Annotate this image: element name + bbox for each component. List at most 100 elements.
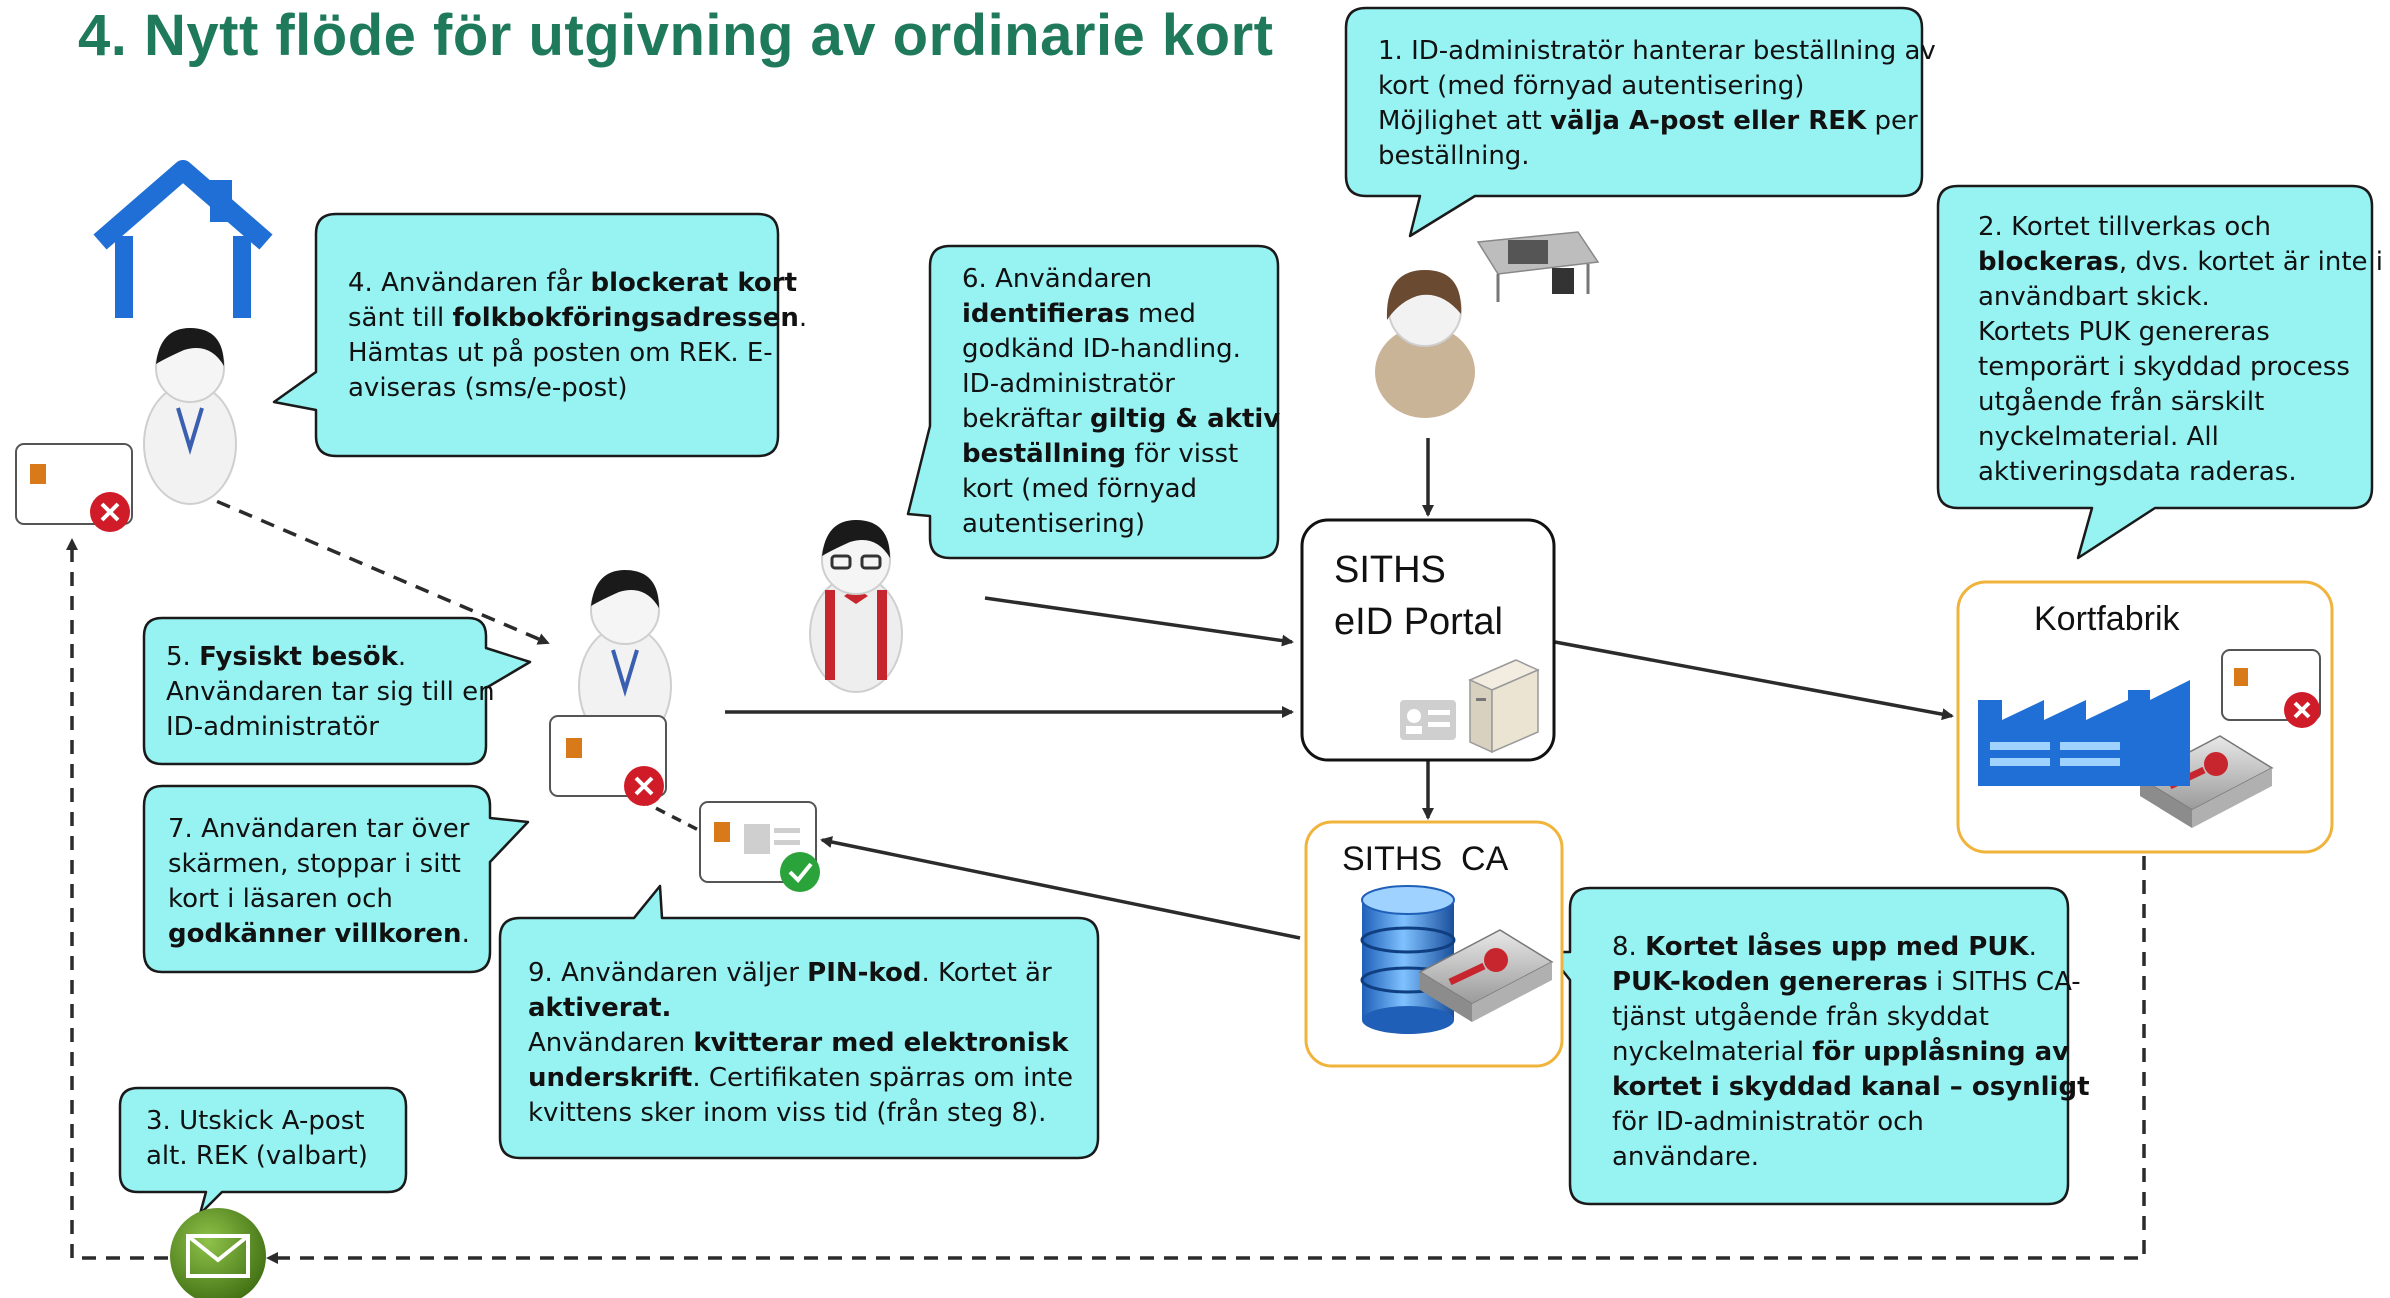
text-run-bold: Kortet låses upp med PUK bbox=[1645, 932, 2029, 962]
page-title: 4. Nytt flöde för utgivning av ordinarie… bbox=[78, 3, 1274, 68]
callout-6-line: ID-administratör bbox=[962, 369, 1175, 399]
callout-4-line: 4. Användaren får blockerat kort bbox=[348, 266, 807, 301]
office-desk-icon bbox=[1476, 231, 1600, 302]
callout-6-line: kort (med förnyad bbox=[962, 474, 1198, 504]
callout-3-line: 3. Utskick A-post bbox=[146, 1106, 365, 1136]
text-run: Användaren bbox=[528, 1028, 694, 1058]
house-icon bbox=[93, 160, 273, 318]
text-run-bold: blockerat kort bbox=[590, 268, 798, 298]
text-run-bold: PIN-kod bbox=[807, 958, 922, 988]
text-run-bold: giltig & aktiv bbox=[1089, 404, 1281, 434]
callout-6-line: bekräftar giltig & aktiv bbox=[962, 402, 1280, 437]
text-run: . bbox=[2028, 932, 2037, 962]
callout-8-bubble bbox=[1546, 886, 2070, 1206]
callout-6-text: 6. Användaren identifieras med godkänd I… bbox=[962, 262, 1280, 542]
text-run-bold: blockeras bbox=[1978, 247, 2119, 277]
callout-6-line: autentisering) bbox=[962, 509, 1146, 539]
callout-2-bubble bbox=[1936, 184, 2374, 560]
callout-7-line: 7. Användaren tar över bbox=[168, 814, 470, 844]
callout-3-text: 3. Utskick A-post alt. REK (valbart) bbox=[146, 1104, 368, 1174]
card-active-icon bbox=[699, 801, 820, 892]
callout-2-line: användbart skick. bbox=[1978, 282, 2210, 312]
callout-9-line: aktiverat. bbox=[528, 991, 1073, 1026]
callout-8-line: PUK-koden genereras i SITHS CA- bbox=[1612, 965, 2090, 1000]
callout-9-line: Användaren kvitterar med elektronisk bbox=[528, 1026, 1073, 1061]
server-icon bbox=[1468, 659, 1540, 754]
callout-8-line: tjänst utgående från skyddat bbox=[1612, 1002, 1989, 1032]
text-run-bold: Fysiskt besök bbox=[199, 642, 398, 672]
callout-1-line: beställning. bbox=[1378, 141, 1530, 171]
text-run-bold: välja A-post eller REK bbox=[1550, 106, 1867, 136]
connectors bbox=[66, 438, 2146, 1264]
arrow-home-to-visit bbox=[194, 490, 550, 645]
text-run-bold: PUK-koden genereras bbox=[1612, 967, 1928, 997]
callout-1-line: 1. ID-administratör hanterar beställning… bbox=[1378, 36, 1936, 66]
arrow-ca-to-card bbox=[820, 836, 1301, 940]
callout-1-text: 1. ID-administratör hanterar beställning… bbox=[1378, 34, 1936, 174]
factory-icon bbox=[1978, 680, 2190, 786]
callout-8-text: 8. Kortet låses upp med PUK. PUK-koden g… bbox=[1612, 930, 2090, 1175]
callout-1-bubble bbox=[1344, 6, 1924, 238]
text-run-bold: folkbokföringsadressen bbox=[452, 303, 799, 333]
callout-9-bubble bbox=[498, 884, 1100, 1160]
callout-8-line: användare. bbox=[1612, 1142, 1760, 1172]
text-run-bold: för upplåsning av bbox=[1812, 1037, 2070, 1067]
text-run: i SITHS CA- bbox=[1927, 967, 2081, 997]
arrow-portal-to-factory bbox=[1554, 640, 1954, 721]
card-blocked-icon bbox=[2221, 649, 2321, 728]
callout-5-line: 5. Fysiskt besök. bbox=[166, 640, 495, 675]
callout-6-line: 6. Användaren bbox=[962, 264, 1153, 294]
callout-7-line: skärmen, stoppar i sitt bbox=[168, 849, 461, 879]
callout-2-line: 2. Kortet tillverkas och bbox=[1978, 212, 2272, 242]
text-run-bold: underskrift bbox=[528, 1063, 693, 1093]
callout-4-bubble bbox=[272, 212, 780, 458]
factory-label: Kortfabrik bbox=[2034, 600, 2180, 638]
callout-8-line: för ID-administratör och bbox=[1612, 1107, 1924, 1137]
callout-8-line: kortet i skyddad kanal – osynligt bbox=[1612, 1070, 2090, 1105]
user-icon bbox=[143, 328, 237, 505]
callout-6-line: beställning för visst bbox=[962, 437, 1280, 472]
database-icon bbox=[1360, 885, 1456, 1034]
callout-shapes bbox=[118, 6, 2374, 1216]
text-run: bekräftar bbox=[962, 404, 1090, 434]
text-run: per bbox=[1866, 106, 1918, 136]
callout-1-line: Möjlighet att välja A-post eller REK per bbox=[1378, 104, 1936, 139]
text-run-bold: kortet i skyddad kanal – osynligt bbox=[1612, 1072, 2090, 1102]
id-admin-icon bbox=[809, 520, 903, 693]
callout-7-line: godkänner villkoren. bbox=[168, 917, 470, 952]
callout-1-line: kort (med förnyad autentisering) bbox=[1378, 71, 1805, 101]
text-run: 4. Användaren får bbox=[348, 268, 591, 298]
card-blocked-icon bbox=[549, 715, 667, 806]
arrow-mail-to-home bbox=[66, 538, 168, 1260]
text-run-bold: aktiverat. bbox=[528, 993, 672, 1023]
callout-2-line: temporärt i skyddad process bbox=[1978, 352, 2350, 382]
envelope-icon bbox=[170, 1208, 266, 1298]
callout-2-line: blockeras, dvs. kortet är inte i bbox=[1978, 245, 2383, 280]
callout-7-bubble bbox=[142, 784, 530, 974]
text-run: för visst bbox=[1126, 439, 1239, 469]
text-run-bold: identifieras bbox=[962, 299, 1130, 329]
text-run: Möjlighet att bbox=[1378, 106, 1551, 136]
text-run: 5. bbox=[166, 642, 200, 672]
text-run-bold: beställning bbox=[962, 439, 1127, 469]
callout-4-text: 4. Användaren får blockerat kort sänt ti… bbox=[348, 266, 807, 406]
arrow-mail-loop bbox=[266, 856, 2146, 1264]
callout-2-line: Kortets PUK genereras bbox=[1978, 317, 2270, 347]
callout-5-bubble bbox=[142, 616, 532, 766]
callout-4-line: aviseras (sms/e-post) bbox=[348, 373, 628, 403]
callout-9-line: underskrift. Certifikaten spärras om int… bbox=[528, 1061, 1073, 1096]
portal-label-line1: SITHS bbox=[1334, 549, 1446, 591]
callout-5-line: Användaren tar sig till en bbox=[166, 677, 495, 707]
arrow-idadmin-to-portal bbox=[984, 596, 1294, 647]
callout-5-line: ID-administratör bbox=[166, 712, 379, 742]
text-run: , dvs. kortet är inte i bbox=[2118, 247, 2384, 277]
ca-label: SITHS CA bbox=[1342, 840, 1509, 878]
callout-3-line: alt. REK (valbart) bbox=[146, 1141, 368, 1171]
callout-2-line: utgående från särskilt bbox=[1978, 387, 2265, 417]
text-run: . Kortet är bbox=[921, 958, 1052, 988]
callout-6-line: godkänd ID-handling. bbox=[962, 334, 1241, 364]
callout-6-line: identifieras med bbox=[962, 297, 1280, 332]
text-run: . Certifikaten spärras om inte bbox=[692, 1063, 1073, 1093]
callout-7-line: kort i läsaren och bbox=[168, 884, 393, 914]
